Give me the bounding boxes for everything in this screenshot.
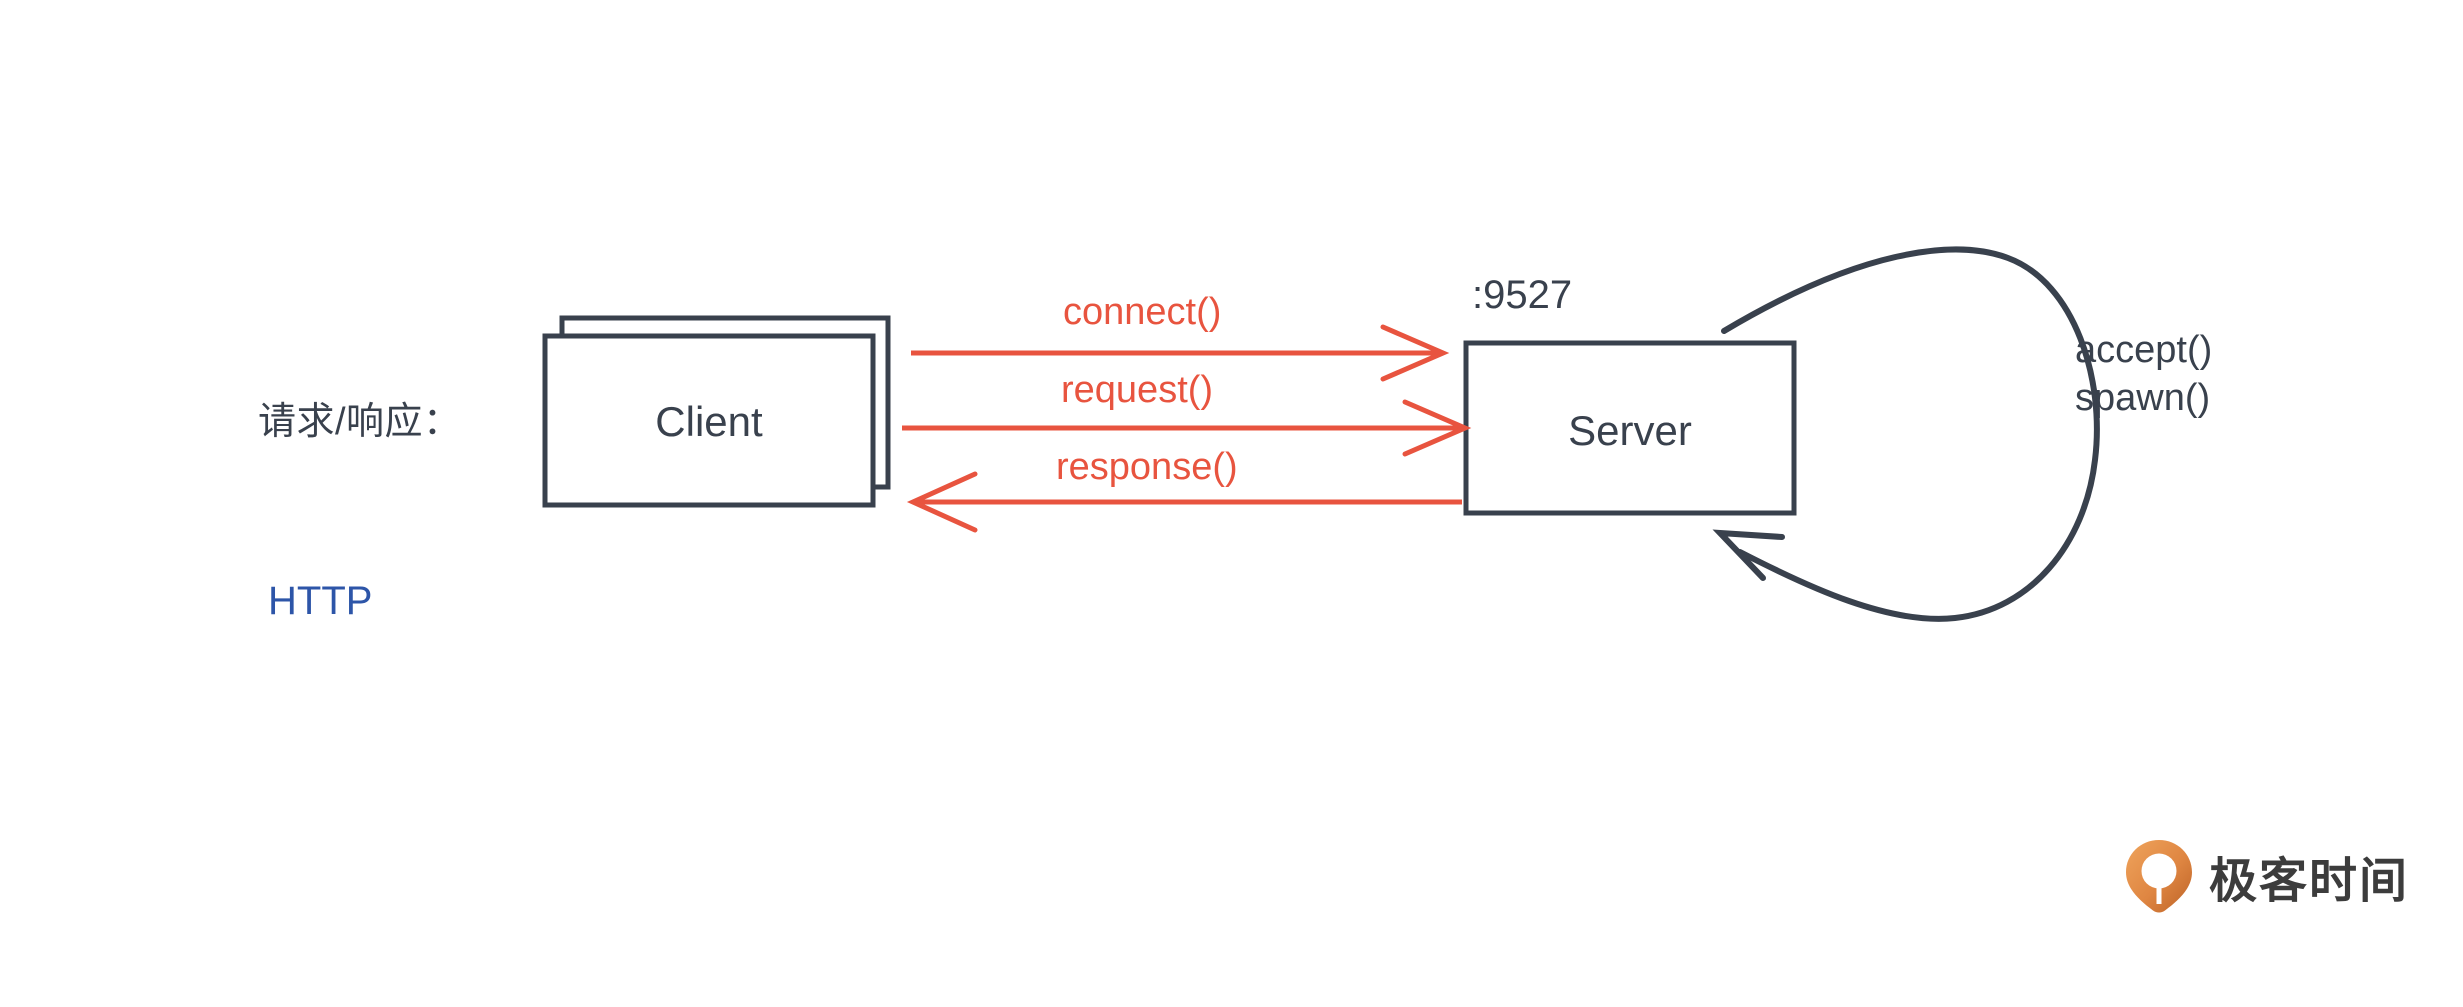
loop-spawn-label: spawn() xyxy=(2075,377,2211,419)
server-loop-arrow-head xyxy=(1712,529,1785,581)
geektime-logo: 极客时间 xyxy=(2123,838,2409,914)
response-arrow-head xyxy=(906,471,978,533)
response-message-label: response() xyxy=(1056,446,1238,488)
connect-arrow-head xyxy=(1380,324,1450,382)
request-message-label: request() xyxy=(1061,369,1214,411)
loop-accept-label: accept() xyxy=(2075,329,2213,371)
server-node-label: Server xyxy=(1568,407,1692,454)
geektime-logo-text: 极客时间 xyxy=(2209,853,2410,909)
request-response-label: 请求/响应： xyxy=(258,401,462,443)
client-box-front xyxy=(542,333,876,508)
server-port-label: :9527 xyxy=(1472,273,1573,317)
connect-message-label: connect() xyxy=(1063,291,1222,333)
client-node-label: Client xyxy=(655,398,763,445)
server-box xyxy=(1463,340,1797,516)
server-loop-curve xyxy=(1721,246,2100,622)
request-arrow-head xyxy=(1402,399,1472,457)
protocol-label: HTTP xyxy=(268,579,373,623)
geektime-pin-icon xyxy=(2126,840,2192,913)
